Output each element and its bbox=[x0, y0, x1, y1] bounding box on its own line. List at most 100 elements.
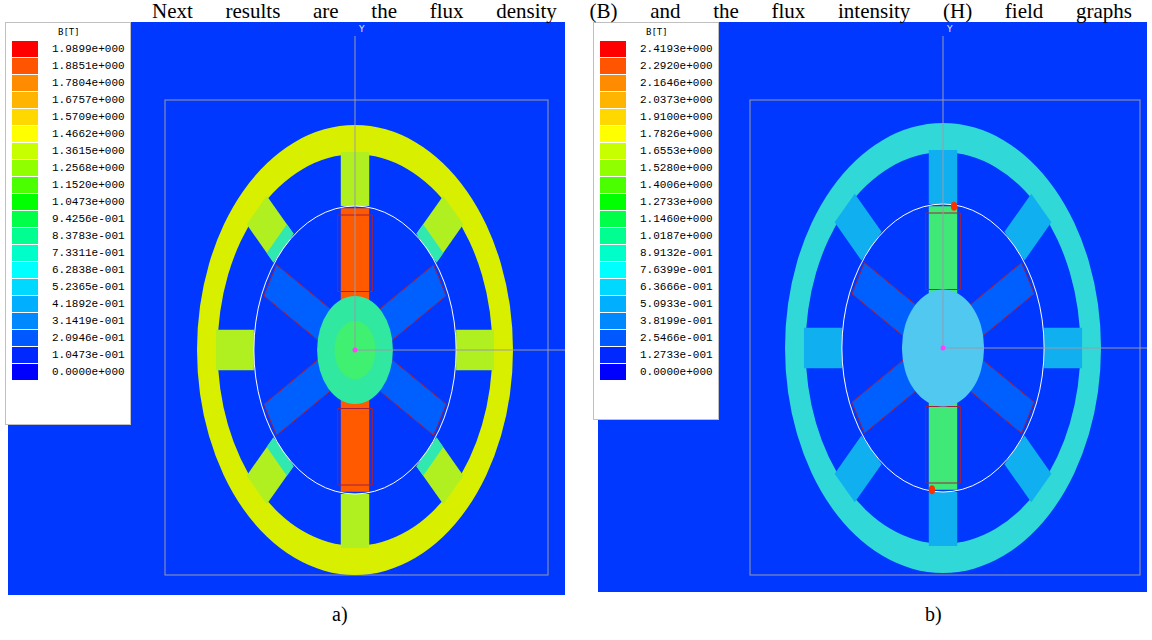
legend-row: 2.0373e+000 bbox=[600, 92, 712, 108]
legend-value: 1.0473e+000 bbox=[52, 195, 125, 209]
legend-row: 2.4193e+000 bbox=[600, 41, 712, 57]
legend-swatch bbox=[12, 41, 38, 57]
legend-row: 1.6757e+000 bbox=[12, 92, 124, 108]
legend-swatch bbox=[600, 296, 626, 312]
winding bbox=[338, 409, 373, 486]
legend-row: 3.1419e-001 bbox=[12, 313, 124, 329]
legend-value: 8.9132e-001 bbox=[640, 246, 713, 260]
panel-label: b) bbox=[925, 603, 942, 626]
stator-pole bbox=[416, 438, 463, 505]
legend-swatch bbox=[12, 109, 38, 125]
legend-value: 1.7804e+000 bbox=[52, 76, 125, 90]
legend-swatch bbox=[600, 364, 626, 380]
legend-swatch bbox=[600, 143, 626, 159]
legend-value: 0.0000e+000 bbox=[640, 365, 713, 379]
legend-swatch bbox=[600, 177, 626, 193]
legend-swatch bbox=[12, 58, 38, 74]
legend-swatch bbox=[12, 313, 38, 329]
stator-pole bbox=[1004, 436, 1051, 503]
legend-value: 1.2733e-001 bbox=[640, 348, 713, 362]
pole-tip bbox=[416, 224, 443, 262]
legend-row: 1.7804e+000 bbox=[12, 75, 124, 91]
legend-value: 4.1892e-001 bbox=[52, 297, 125, 311]
legend-row: 0.0000e+000 bbox=[12, 364, 124, 380]
origin-dot bbox=[353, 348, 358, 353]
legend-swatch bbox=[12, 330, 38, 346]
legend-swatch bbox=[12, 143, 38, 159]
legend-value: 2.2920e+000 bbox=[640, 59, 713, 73]
pole-tip bbox=[267, 224, 294, 262]
rotor-pole-aligned bbox=[341, 397, 369, 492]
legend-value: 1.2733e+000 bbox=[640, 195, 713, 209]
legend-swatch bbox=[600, 194, 626, 210]
domain-boundary bbox=[165, 100, 548, 575]
legend-row: 8.3783e-001 bbox=[12, 228, 124, 244]
axis-line bbox=[943, 348, 1147, 349]
legend-row: 5.0933e-001 bbox=[600, 296, 712, 312]
legend-value: 1.6553e+000 bbox=[640, 144, 713, 158]
legend-value: 1.4006e+000 bbox=[640, 178, 713, 192]
legend-swatch bbox=[600, 58, 626, 74]
axis-line bbox=[355, 36, 356, 350]
legend-value: 1.5280e+000 bbox=[640, 161, 713, 175]
legend-value: 2.0373e+000 bbox=[640, 93, 713, 107]
legend-row: 2.0946e-001 bbox=[12, 330, 124, 346]
pole-tip bbox=[416, 438, 443, 476]
legend-row: 1.5280e+000 bbox=[600, 160, 712, 176]
legend-row: 1.1520e+000 bbox=[12, 177, 124, 193]
legend-swatch bbox=[12, 228, 38, 244]
legend-value: 1.1460e+000 bbox=[640, 212, 713, 226]
legend-swatch bbox=[600, 126, 626, 142]
legend-value: 1.6757e+000 bbox=[52, 93, 125, 107]
origin-dot bbox=[941, 346, 946, 351]
legend-row: 2.1646e+000 bbox=[600, 75, 712, 91]
legend-panel: B[T]2.4193e+0002.2920e+0002.1646e+0002.0… bbox=[593, 22, 719, 420]
legend-value: 8.3783e-001 bbox=[52, 229, 125, 243]
legend-row: 8.9132e-001 bbox=[600, 245, 712, 261]
legend-value: 6.3666e-001 bbox=[640, 280, 713, 294]
legend-value: 1.5709e+000 bbox=[52, 110, 125, 124]
legend-value: 1.0187e+000 bbox=[640, 229, 713, 243]
legend-swatch bbox=[12, 347, 38, 363]
legend-swatch bbox=[12, 211, 38, 227]
legend-value: 1.8851e+000 bbox=[52, 59, 125, 73]
panel-label: a) bbox=[332, 603, 348, 626]
legend-swatch bbox=[12, 160, 38, 176]
legend-swatch bbox=[12, 262, 38, 278]
stator-pole bbox=[1004, 194, 1051, 261]
legend-value: 1.1520e+000 bbox=[52, 178, 125, 192]
legend-row: 1.6553e+000 bbox=[600, 143, 712, 159]
legend-row: 1.2733e+000 bbox=[600, 194, 712, 210]
legend-value: 2.5466e-001 bbox=[640, 331, 713, 345]
legend-row: 6.3666e-001 bbox=[600, 279, 712, 295]
legend-row: 1.9100e+000 bbox=[600, 109, 712, 125]
legend-swatch bbox=[600, 279, 626, 295]
stator-pole bbox=[929, 492, 957, 546]
hot-spot bbox=[951, 202, 957, 211]
legend-value: 5.2365e-001 bbox=[52, 280, 125, 294]
legend-row: 3.8199e-001 bbox=[600, 313, 712, 329]
legend-swatch bbox=[600, 211, 626, 227]
legend-value: 9.4256e-001 bbox=[52, 212, 125, 226]
legend-swatch bbox=[600, 41, 626, 57]
stator-pole bbox=[247, 196, 294, 263]
stator-pole bbox=[804, 328, 842, 369]
legend-row: 1.9899e+000 bbox=[12, 41, 124, 57]
legend-row: 1.0187e+000 bbox=[600, 228, 712, 244]
legend-swatch bbox=[12, 194, 38, 210]
winding bbox=[926, 407, 961, 484]
legend-value: 2.4193e+000 bbox=[640, 42, 713, 56]
legend-swatch bbox=[600, 109, 626, 125]
legend-value: 5.0933e-001 bbox=[640, 297, 713, 311]
legend-value: 7.6399e-001 bbox=[640, 263, 713, 277]
legend-swatch bbox=[12, 92, 38, 108]
legend-row: 1.2568e+000 bbox=[12, 160, 124, 176]
stator-pole bbox=[341, 494, 369, 548]
legend-row: 1.2733e-001 bbox=[600, 347, 712, 363]
legend-value: 1.4662e+000 bbox=[52, 127, 125, 141]
legend-row: 7.3311e-001 bbox=[12, 245, 124, 261]
legend-swatch bbox=[600, 330, 626, 346]
legend-swatch bbox=[12, 177, 38, 193]
pole-tip bbox=[267, 438, 294, 476]
stator-pole bbox=[247, 438, 294, 505]
